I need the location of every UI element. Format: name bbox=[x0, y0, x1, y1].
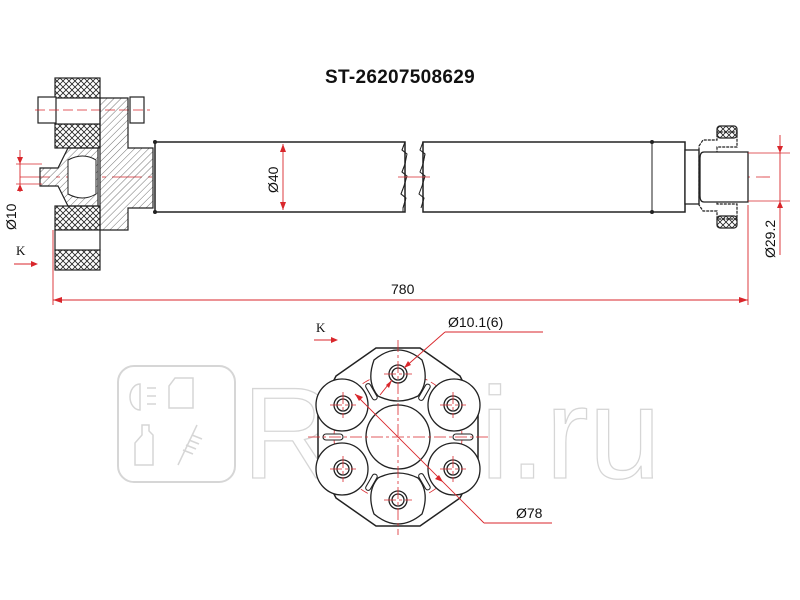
shaft-view: Ø40 Ø10 Ø29.2 780 K bbox=[3, 77, 790, 305]
headlight-icon bbox=[129, 383, 156, 411]
end-stub bbox=[699, 151, 749, 203]
view-marker-k: K bbox=[16, 243, 26, 258]
view-arrow-icon bbox=[31, 261, 38, 267]
dim-pin-diameter: Ø10 bbox=[3, 203, 19, 230]
end-seal-top bbox=[716, 125, 738, 139]
rubber-block-upper bbox=[54, 123, 101, 149]
end-seal-bottom bbox=[716, 215, 738, 229]
oil-bottle-icon bbox=[134, 424, 154, 466]
dim-bolt-hole: Ø10.1(6) bbox=[448, 314, 503, 330]
dim-length: 780 bbox=[391, 281, 415, 297]
dim-bolt-circle: Ø78 bbox=[516, 505, 543, 521]
tube-right bbox=[422, 141, 686, 213]
part-number-title: ST-26207508629 bbox=[325, 67, 475, 88]
tube-left bbox=[154, 141, 406, 213]
watermark-logo-box bbox=[117, 365, 236, 483]
dim-end-diameter: Ø29.2 bbox=[762, 220, 778, 258]
view-marker-k: K bbox=[316, 320, 326, 335]
shock-absorber-icon bbox=[177, 424, 203, 466]
end-collar bbox=[684, 149, 700, 205]
rubber-block-bottom bbox=[54, 249, 101, 271]
flex-disc-view: K bbox=[308, 314, 552, 535]
dim-tube-diameter: Ø40 bbox=[265, 166, 281, 193]
door-icon bbox=[168, 377, 194, 409]
flange-section bbox=[99, 97, 154, 231]
rubber-block-lower bbox=[54, 205, 101, 231]
rubber-block-top bbox=[54, 77, 101, 99]
